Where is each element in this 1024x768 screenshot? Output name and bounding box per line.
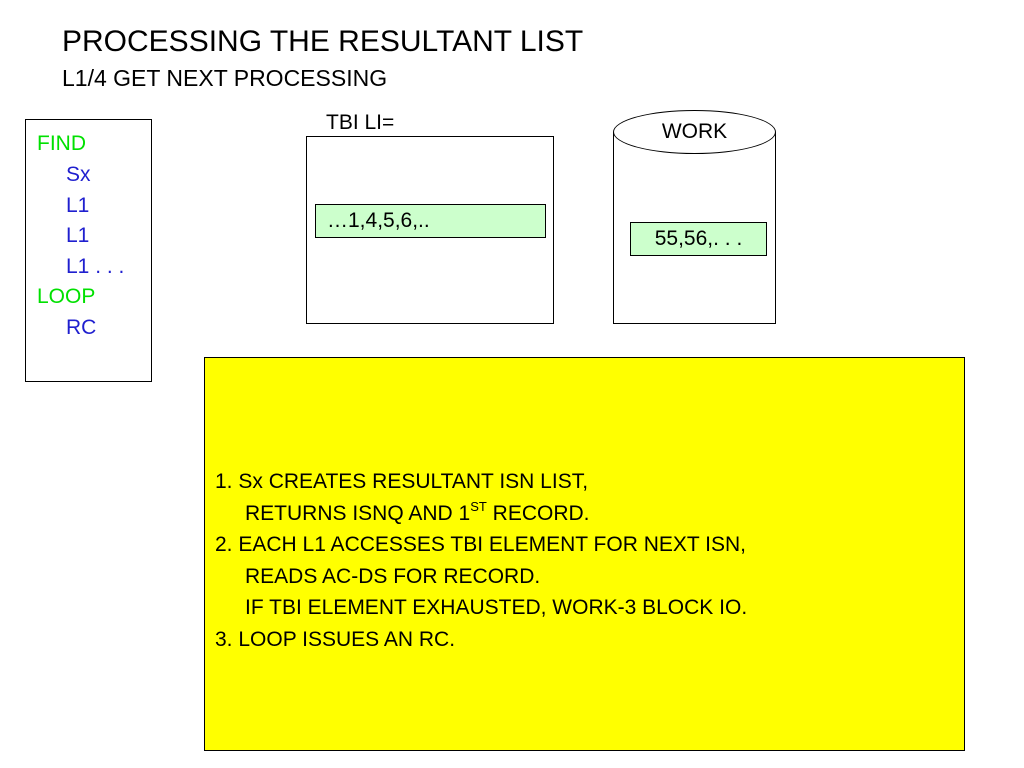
code-line-loop: LOOP [37,285,96,308]
code-line-sx: Sx [66,163,91,186]
command-sequence-box: FIND Sx L1 L1 L1 . . . LOOP RC [25,119,152,382]
tbi-label: TBI LI= [326,111,395,134]
tbi-element: …1,4,5,6,.. [315,204,546,238]
notes-box: 1. Sx CREATES RESULTANT ISN LIST, RETURN… [204,357,965,751]
page-subtitle: L1/4 GET NEXT PROCESSING [62,65,388,91]
note-line-text: RECORD. [486,501,590,525]
work-label: WORK [661,120,728,143]
code-line-l1-ellipsis: L1 . . . [66,255,125,278]
notes-text: 1. Sx CREATES RESULTANT ISN LIST, RETURN… [215,466,747,655]
note-line: READS AC-DS FOR RECORD. [245,564,541,588]
note-line: 3. LOOP ISSUES AN RC. [215,627,456,651]
work-cylinder-icon [613,132,776,324]
tbi-box [306,136,554,324]
code-line-find: FIND [37,132,86,155]
note-line: 1. Sx CREATES RESULTANT ISN LIST, [215,470,589,493]
note-line-text: RETURNS ISNQ AND 1 [245,501,471,525]
code-line-l1: L1 [66,194,90,217]
note-superscript: ST [470,498,487,514]
work-cylinder-top: WORK [613,110,776,154]
page-title: PROCESSING THE RESULTANT LIST [62,25,584,58]
note-line: RETURNS ISNQ AND 1ST RECORD. [215,498,747,530]
note-line: 2. EACH L1 ACCESSES TBI ELEMENT FOR NEXT… [215,533,746,556]
work-element: 55,56,. . . [630,222,767,256]
code-line-l1: L1 [66,224,90,247]
code-line-rc: RC [66,316,97,339]
note-line: IF TBI ELEMENT EXHAUSTED, WORK-3 BLOCK I… [245,596,748,619]
